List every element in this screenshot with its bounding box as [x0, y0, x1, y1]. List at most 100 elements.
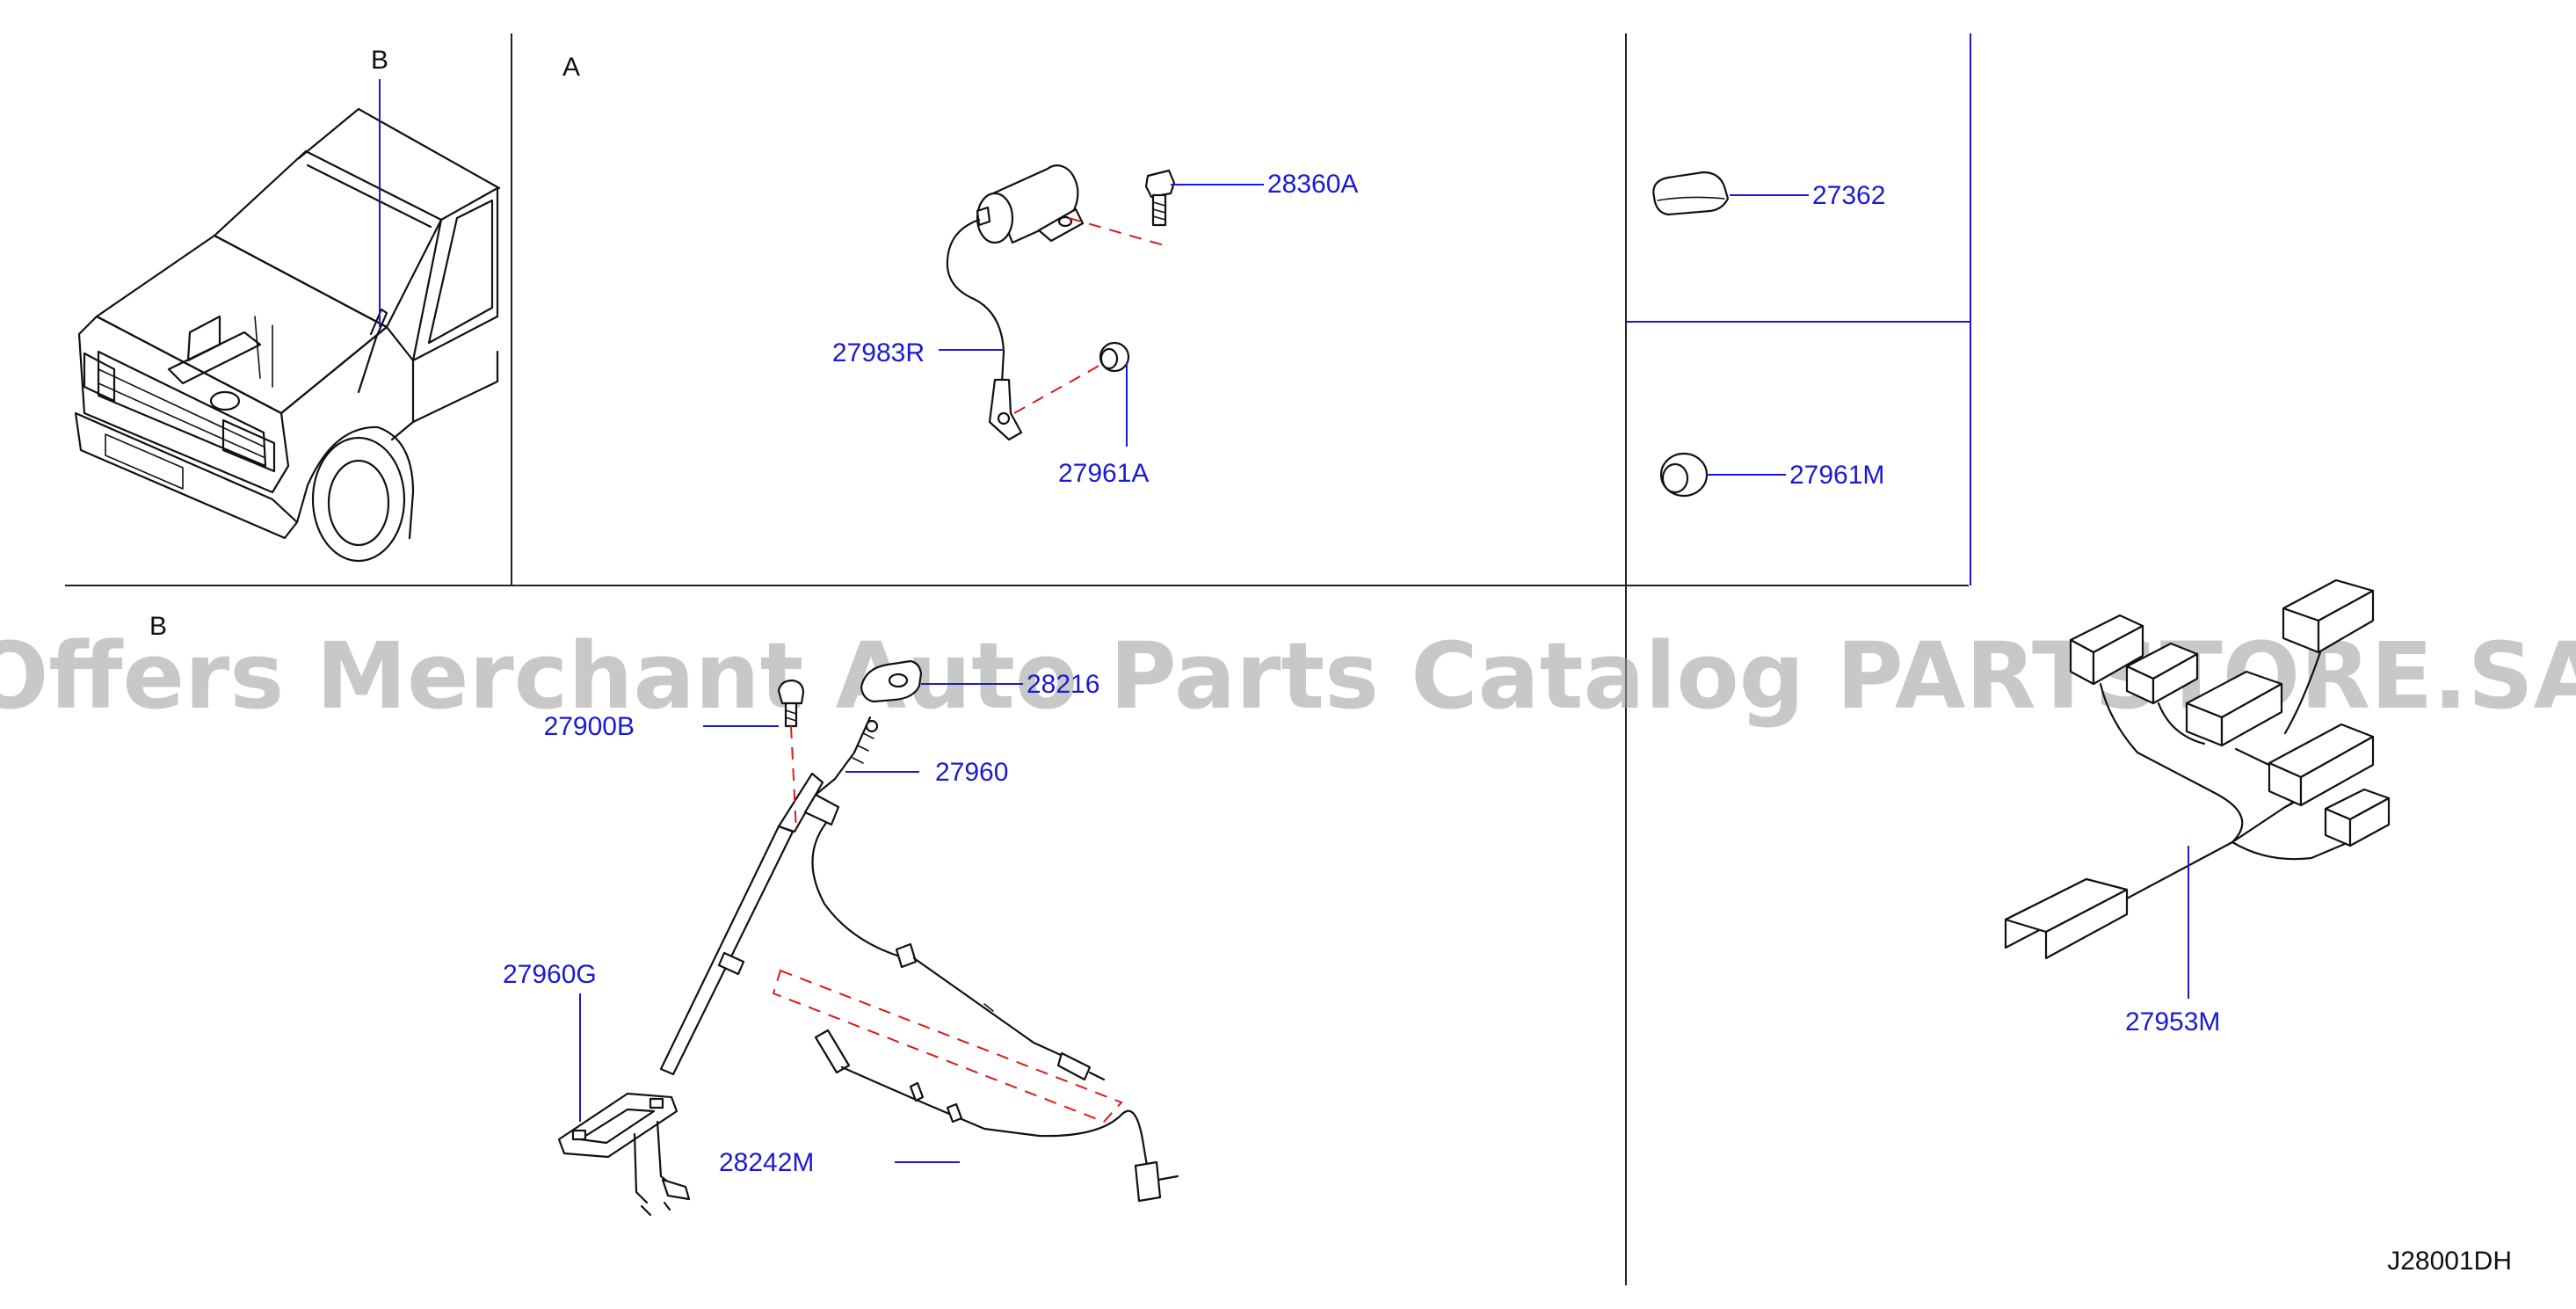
bracket-tab-right — [649, 1097, 664, 1109]
antenna-rod-collar — [717, 951, 745, 976]
vehicle-rocker — [411, 350, 499, 424]
condenser-boot — [976, 206, 991, 227]
label-28360A[interactable]: 28360A — [1267, 170, 1358, 199]
feeder-cable-upper — [840, 1065, 1041, 1138]
condenser-27983R[interactable] — [946, 164, 1085, 441]
vehicle-side-window — [411, 186, 499, 362]
bracket-clip — [661, 1178, 691, 1201]
label-27961M[interactable]: 27961M — [1789, 461, 1884, 490]
bracket-tab-left — [571, 1129, 587, 1141]
antenna-rod-lower — [659, 825, 795, 1076]
harness-branch-right — [2231, 837, 2359, 861]
feeder-clip-b — [946, 1102, 963, 1124]
vehicle-section-callout: B — [371, 46, 388, 75]
vehicle-windshield — [213, 149, 443, 329]
feeder-plug-bottom — [1134, 1160, 1162, 1203]
bolt-head — [1144, 169, 1176, 199]
condenser-bracket-hole — [1057, 215, 1073, 228]
pad-28216[interactable] — [860, 659, 923, 703]
grommet-m-core — [1661, 462, 1689, 494]
pad-edge — [1657, 196, 1725, 201]
antenna-coax-run — [912, 956, 1074, 1062]
pad-27362[interactable] — [1652, 171, 1730, 216]
assembly-line-feeder — [772, 969, 1123, 1124]
harness-lead-f — [2157, 702, 2206, 745]
feeder-clip-a — [909, 1081, 925, 1102]
vehicle-plate — [105, 433, 184, 490]
harness-conn-a-side — [2092, 624, 2144, 686]
vehicle-engine-part-b — [186, 315, 221, 362]
vehicle-headlight-left — [83, 352, 116, 403]
vehicle-antenna-base — [369, 308, 388, 339]
harness-conn-b-side — [2317, 589, 2375, 654]
grommet-27961A[interactable] — [1099, 341, 1130, 373]
label-27961A[interactable]: 27961A — [1058, 459, 1149, 488]
antenna-mast-tip — [814, 716, 872, 796]
antenna-27960[interactable] — [659, 716, 1106, 1081]
label-27960G[interactable]: 27960G — [503, 960, 597, 989]
harness-lead-b — [2283, 651, 2322, 735]
pad-body — [1652, 171, 1730, 216]
condenser-wire — [946, 218, 1005, 385]
vehicle-grille-bars — [98, 368, 265, 458]
grommet-core — [1099, 347, 1119, 370]
antenna-coax-pin — [1088, 1071, 1106, 1081]
panel-b-letter: B — [149, 612, 167, 641]
vehicle-illustration — [74, 107, 501, 563]
vehicle-antenna-mast — [357, 336, 378, 394]
pad-28216-hole — [888, 673, 909, 688]
harness-branch-left — [2136, 751, 2244, 844]
label-27983R[interactable]: 27983R — [832, 338, 925, 367]
panel-a-letter: A — [562, 53, 580, 82]
condenser-lug-hole — [997, 411, 1011, 425]
harness-conn-f-side — [2152, 652, 2199, 705]
bracket-leg-left — [633, 1132, 649, 1204]
grommet-27961M[interactable] — [1659, 452, 1709, 498]
antenna-coax-tick — [983, 1003, 994, 1012]
harness-lead-a — [2099, 682, 2139, 754]
vehicle-engine-hoses — [254, 316, 273, 388]
bracket-leg-right — [656, 1120, 671, 1185]
label-27953M[interactable]: 27953M — [2125, 1007, 2220, 1036]
vehicle-hood — [95, 234, 388, 415]
assembly-line-screw — [790, 725, 797, 833]
label-27900B[interactable]: 27900B — [544, 712, 635, 741]
bracket-slot — [578, 1108, 656, 1145]
antenna-rod-upper — [777, 772, 824, 833]
assembly-line-grommet — [1013, 363, 1103, 414]
label-28242M[interactable]: 28242M — [719, 1148, 814, 1177]
antenna-mast-ribs — [852, 732, 874, 764]
harness-trunk — [2125, 805, 2287, 900]
harness-27953M[interactable] — [2004, 578, 2391, 960]
assembly-line-bolt — [1068, 217, 1168, 247]
label-28216[interactable]: 28216 — [1027, 670, 1099, 699]
label-27362[interactable]: 27362 — [1812, 181, 1885, 210]
vehicle-front-tire — [311, 436, 406, 563]
vehicle-wiper-line — [306, 164, 432, 229]
bracket-27960G[interactable] — [557, 1092, 691, 1217]
vehicle-engine-part-a — [167, 331, 262, 385]
screw-head — [777, 679, 805, 705]
harness-conn-d-side — [2299, 735, 2375, 807]
vehicle-grille — [97, 350, 267, 468]
label-27960[interactable]: 27960 — [935, 758, 1008, 787]
harness-conn-c-side — [2220, 682, 2283, 747]
bracket-feet — [640, 1201, 671, 1217]
vehicle-roof-line — [297, 107, 501, 190]
harness-conn-e-side — [2348, 796, 2391, 847]
feeder-plug-pin — [1157, 1174, 1179, 1182]
feeder-cable-28242M[interactable] — [814, 1029, 1179, 1203]
vehicle-wheel-arch — [295, 425, 415, 540]
bolt-28360A[interactable] — [1144, 169, 1176, 227]
vehicle-engine-cap — [209, 390, 241, 411]
antenna-coax-lead — [811, 821, 902, 958]
feeder-plug-top — [814, 1029, 851, 1074]
pad-28216-body — [860, 659, 923, 703]
antenna-coax-grommet — [895, 942, 918, 969]
antenna-coax-plug — [1056, 1051, 1092, 1081]
vehicle-front-rim — [327, 459, 390, 547]
screw-thread — [785, 709, 797, 722]
antenna-tip-ball — [865, 719, 879, 733]
